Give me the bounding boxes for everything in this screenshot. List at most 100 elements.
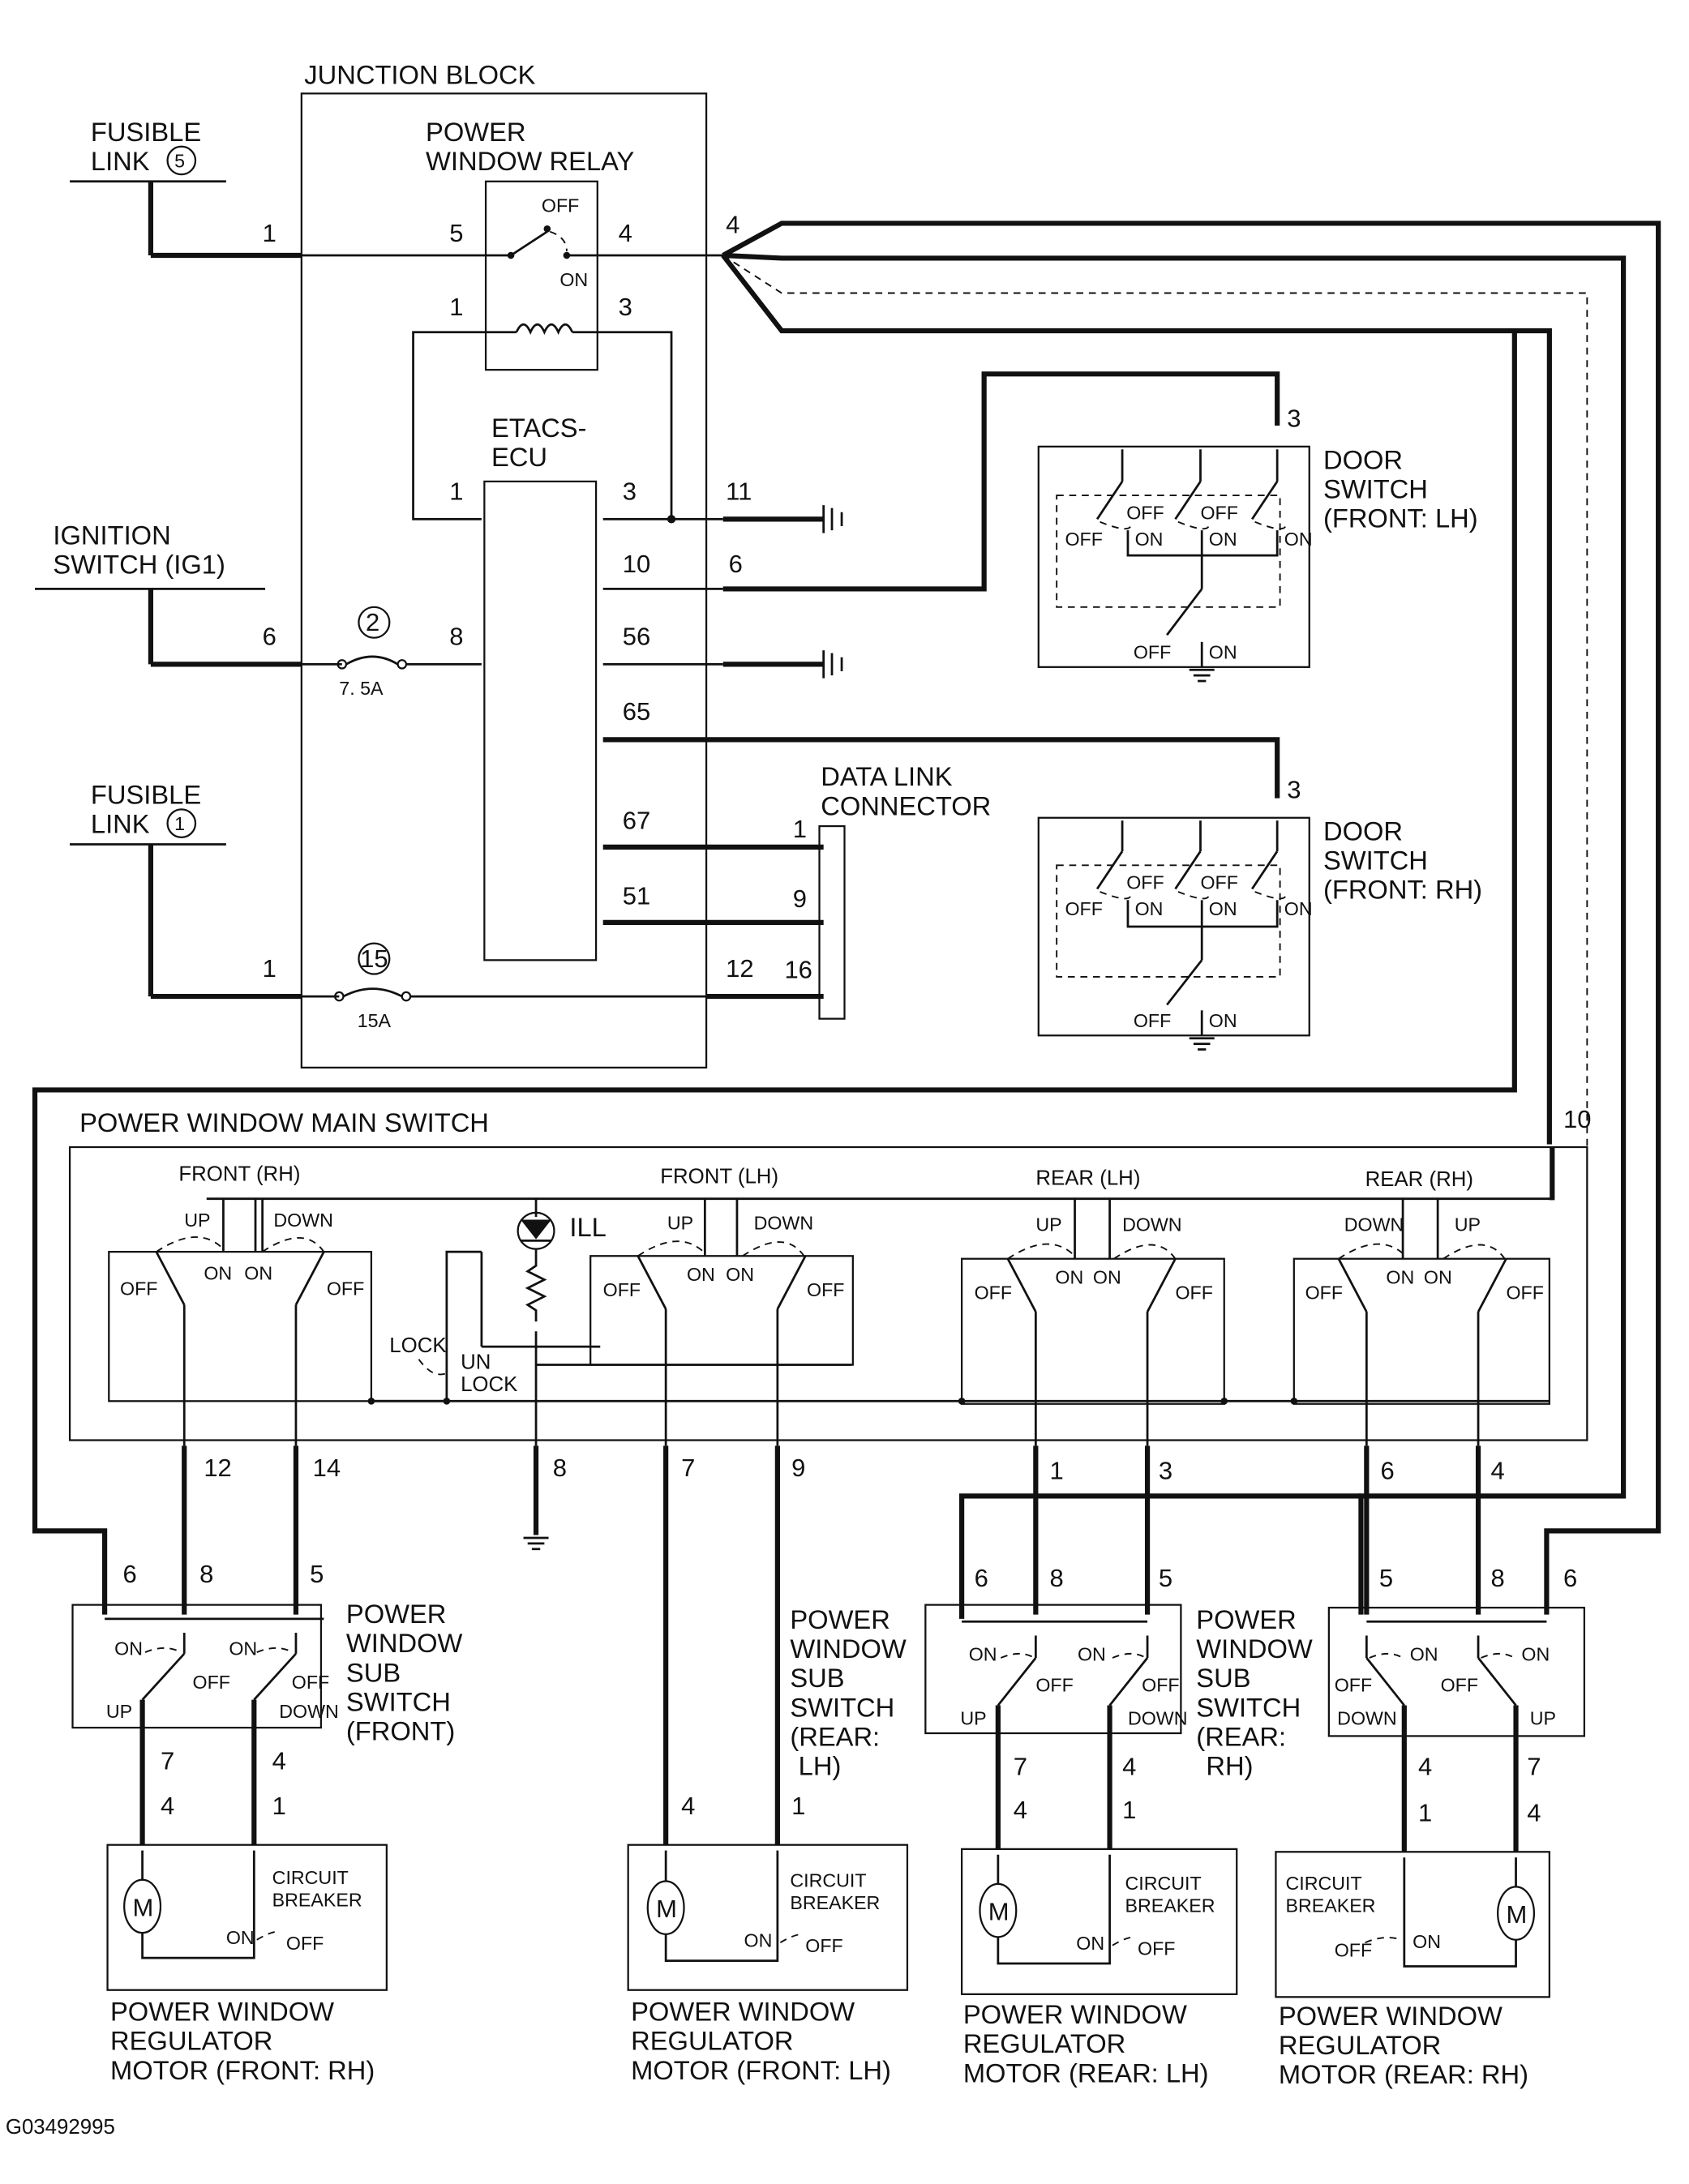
motor-flh-off: OFF	[805, 1935, 842, 1956]
fuse-2-rating: 7. 5A	[339, 678, 384, 699]
motor-rlh-l1: POWER WINDOW	[963, 1999, 1187, 2029]
section-rear-rh: REAR (RH)	[1365, 1168, 1473, 1191]
door-lh-on-1: ON	[1135, 529, 1164, 550]
dlc-pin-1: 1	[793, 815, 807, 843]
sub-rrh-down: DOWN	[1337, 1708, 1397, 1729]
sub-front-l1: POWER	[346, 1599, 447, 1629]
sub-rrh-on-l: ON	[1410, 1643, 1438, 1664]
motor-rlh-l3: MOTOR (REAR: LH)	[963, 2058, 1209, 2088]
sub-switch-front: 6 8 5 POWER WINDOW SUB SWITCH (FRONT) ON…	[71, 1560, 463, 1845]
sub-rrh-on-r: ON	[1521, 1643, 1550, 1664]
ecu-label-line1: ETACS-	[491, 413, 586, 443]
sub-rlh-l1: POWER	[790, 1604, 890, 1634]
front-lh-off-r: OFF	[807, 1279, 844, 1300]
pin-ecu-56: 56	[623, 622, 650, 650]
sub-front-pin-6: 6	[122, 1560, 136, 1588]
front-lh-down: DOWN	[754, 1213, 814, 1234]
unlock-line2: LOCK	[461, 1373, 517, 1396]
main-switch-title: POWER WINDOW MAIN SWITCH	[79, 1107, 489, 1137]
fl5-num: 5	[174, 151, 185, 172]
motor-rlh-cb1: CIRCUIT	[1125, 1873, 1202, 1894]
rear-lh-off-r: OFF	[1175, 1283, 1212, 1304]
door-lh-on-2: ON	[1209, 529, 1237, 550]
rear-rh-off-l: OFF	[1305, 1283, 1343, 1304]
door-lh-on-4: ON	[1209, 642, 1237, 663]
sub-rlh-l5: (REAR:	[790, 1721, 880, 1751]
motor-rlh-pin-4: 4	[1014, 1796, 1027, 1824]
motor-rrh-pin-4: 4	[1527, 1798, 1541, 1826]
sub-rlh-pin-7: 7	[1014, 1753, 1027, 1781]
sub-rlh-l4: SWITCH	[790, 1692, 894, 1722]
door-switch-front-lh: 3 DOOR SWITCH (FRONT: LH) OFF OFF OFF ON…	[1037, 405, 1478, 683]
front-rh-down: DOWN	[273, 1210, 333, 1231]
pin-ecu-51: 51	[623, 881, 650, 910]
sub-rrh-pin-6: 6	[1563, 1564, 1577, 1592]
figure-code: G03492995	[6, 2116, 115, 2139]
door-rh-line1: DOOR	[1323, 816, 1403, 846]
data-link-connector: DATA LINK CONNECTOR 1 9 16	[784, 761, 991, 1020]
motor-frh-off: OFF	[286, 1933, 324, 1954]
door-rh-off-3: OFF	[1200, 872, 1237, 893]
door-switch-front-rh: 3 DOOR SWITCH (FRONT: RH) OFF OFF OFF ON…	[1037, 776, 1482, 1051]
pin-fl1-1: 1	[263, 954, 276, 983]
motor-frh-l2: REGULATOR	[110, 2026, 272, 2056]
rear-lh-off-l: OFF	[975, 1283, 1012, 1304]
motor-rlh-cb2: BREAKER	[1125, 1895, 1215, 1916]
front-rh-off-l: OFF	[120, 1278, 157, 1299]
unlock-line1: UN	[461, 1351, 491, 1374]
lock-label: LOCK	[389, 1334, 446, 1357]
rear-lh-on-l: ON	[1055, 1267, 1083, 1288]
power-window-main-switch: POWER WINDOW MAIN SWITCH 10 FRONT (RH) U…	[68, 1105, 1592, 1485]
ig-line2: SWITCH (IG1)	[53, 549, 225, 579]
pin-relay-4: 4	[619, 219, 632, 247]
ecu-label-line2: ECU	[491, 442, 547, 472]
motor-rear-rh: 1 4 M CIRCUIT BREAKER ON OFF POWER WINDO…	[1275, 1798, 1550, 2089]
sub-rlh-l6: LH)	[799, 1751, 842, 1781]
fuse-2-number: 2	[366, 608, 379, 636]
motor-frh-on: ON	[226, 1927, 255, 1948]
main-pin-4: 4	[1491, 1457, 1505, 1485]
sub-rlh-down: DOWN	[1128, 1708, 1188, 1729]
sub-rrh-pin-7: 7	[1527, 1753, 1541, 1781]
sub-rlh-pin-4: 4	[1122, 1753, 1136, 1781]
door-lh-pin: 3	[1287, 405, 1301, 433]
sub-front-off-l: OFF	[193, 1672, 230, 1693]
main-pin-top: 10	[1563, 1105, 1591, 1133]
sub-rlh-off-r: OFF	[1142, 1674, 1179, 1695]
main-pin-12: 12	[204, 1454, 231, 1482]
main-pin-14: 14	[313, 1454, 341, 1482]
pin-ig-6: 6	[263, 622, 276, 650]
fl1-line1: FUSIBLE	[91, 780, 201, 810]
rear-lh-up: UP	[1035, 1214, 1061, 1235]
motor-rlh-l2: REGULATOR	[963, 2028, 1125, 2058]
door-lh-off-4: OFF	[1134, 642, 1171, 663]
sub-front-pin-7: 7	[161, 1747, 174, 1775]
motor-frh-l3: MOTOR (FRONT: RH)	[110, 2055, 375, 2085]
sub-front-on-r: ON	[229, 1638, 257, 1659]
main-pin-9: 9	[791, 1454, 805, 1482]
sub-front-up: UP	[106, 1701, 132, 1722]
fuse-15-number: 15	[360, 944, 388, 973]
sub-rlh-pin-6: 6	[975, 1564, 988, 1592]
sub-switch-rear-lh: 6 8 5 POWER WINDOW SUB SWITCH (REAR: LH)…	[790, 1564, 1187, 1849]
sub-front-on-l: ON	[114, 1638, 143, 1659]
motor-rrh-m: M	[1506, 1900, 1527, 1929]
front-lh-on-r: ON	[726, 1264, 754, 1285]
pin-ecu-8: 8	[449, 622, 463, 650]
rear-rh-on-r: ON	[1424, 1267, 1452, 1288]
junction-block: JUNCTION BLOCK POWER WINDOW RELAY OFF ON…	[150, 59, 1280, 1068]
door-lh-line2: SWITCH	[1323, 474, 1428, 504]
pin-coil-3: 3	[619, 293, 632, 321]
front-rh-off-r: OFF	[327, 1278, 364, 1299]
main-pin-1: 1	[1050, 1457, 1064, 1485]
section-rear-lh: REAR (LH)	[1035, 1167, 1140, 1189]
ignition-switch: IGNITION SWITCH (IG1)	[35, 520, 266, 665]
section-front-rh: FRONT (RH)	[178, 1163, 300, 1185]
pin-ecu-1: 1	[449, 477, 463, 505]
sub-rlh-off-l: OFF	[1035, 1674, 1073, 1695]
door-rh-off-2: OFF	[1126, 872, 1164, 893]
relay-label-line1: POWER	[426, 117, 526, 147]
motor-rlh-m: M	[988, 1898, 1010, 1926]
pin-out-12: 12	[726, 954, 753, 983]
